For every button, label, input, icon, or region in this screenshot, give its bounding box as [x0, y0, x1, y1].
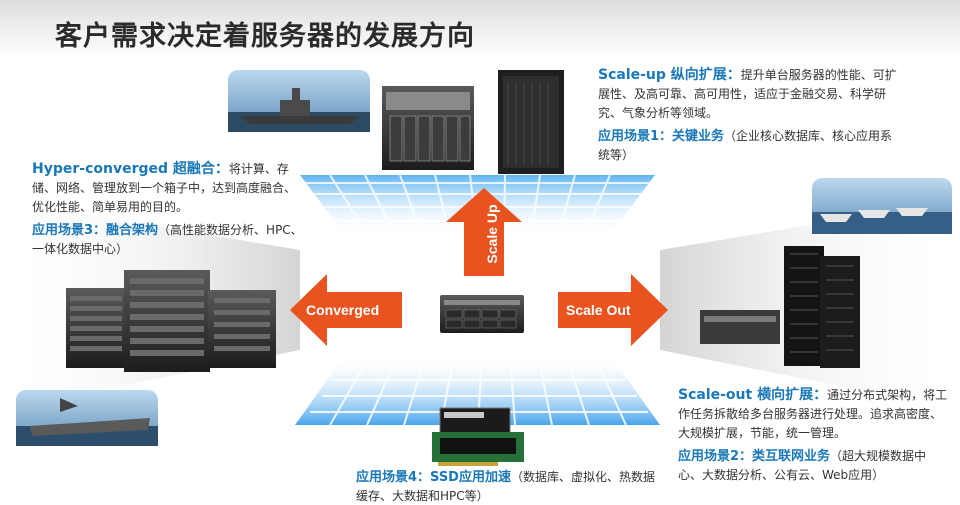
- hyper-desc: 将计算、存储、网络、管理放到一个箱子中，达到高度融合、优化性能、简单易用的目的。: [32, 162, 297, 214]
- hyper-scene-desc: （高性能数据分析、HPC、一体化数据中心）: [32, 223, 303, 256]
- scale-up-scene-label: 应用场景1：关键业务: [598, 129, 725, 144]
- title-bar: [0, 0, 960, 60]
- hyper-heading: Hyper-converged 超融合：: [32, 161, 229, 177]
- scale-up-heading: Scale-up 纵向扩展：: [598, 67, 741, 83]
- scale-out-heading: Scale-out 横向扩展：: [678, 387, 828, 403]
- scale-out-label: Scale Out: [566, 302, 631, 318]
- ssd-cards: [432, 407, 524, 466]
- aircraft-carrier-photo: [16, 390, 158, 446]
- hyper-scene-label: 应用场景3：融合架构: [32, 223, 159, 238]
- converged-blade-chassis: [66, 270, 276, 372]
- scale-out-text: Scale-out 横向扩展：通过分布式架构，将工作任务拆散给多台服务器进行处理…: [678, 386, 950, 489]
- page-title: 客户需求决定着服务器的发展方向: [55, 21, 475, 52]
- scale-out-scene-label: 应用场景2：类互联网业务: [678, 449, 831, 464]
- scale-up-servers: [382, 70, 564, 174]
- cargo-ships-photo: [812, 178, 952, 234]
- ssd-scene-label: 应用场景4：SSD应用加速: [356, 470, 511, 485]
- scale-up-text: Scale-up 纵向扩展：提升单台服务器的性能、可扩展性、及高可靠、高可用性，…: [598, 66, 898, 169]
- scale-up-desc: 提升单台服务器的性能、可扩展性、及高可靠、高可用性，适应于金融交易、科学研究、气…: [598, 68, 897, 120]
- center-rack-server: [440, 295, 524, 333]
- ssd-text: 应用场景4：SSD应用加速（数据库、虚拟化、热数据缓存、大数据和HPC等）: [356, 468, 656, 505]
- hyper-converged-text: Hyper-converged 超融合：将计算、存储、网络、管理放到一个箱子中，…: [32, 160, 304, 263]
- converged-arrow: [290, 274, 402, 346]
- scale-up-label: Scale Up: [484, 204, 500, 264]
- scale-out-desc: 通过分布式架构，将工作任务拆散给多台服务器进行处理。追求高密度、大规模扩展，节能…: [678, 388, 948, 440]
- battleship-photo: [228, 70, 370, 132]
- scale-out-scene-desc: （超大规模数据中心、大数据分析、公有云、Web应用）: [678, 449, 927, 482]
- bottom-grid-plane: [295, 354, 660, 426]
- scale-up-arrow: [446, 188, 522, 276]
- scale-up-scene-desc: （企业核心数据库、核心应用系统等）: [598, 129, 893, 162]
- ssd-scene-desc: （数据库、虚拟化、热数据缓存、大数据和HPC等）: [356, 470, 655, 503]
- scale-out-racks: [700, 246, 860, 368]
- scale-out-arrow: [558, 274, 668, 346]
- converged-label: Converged: [306, 302, 380, 318]
